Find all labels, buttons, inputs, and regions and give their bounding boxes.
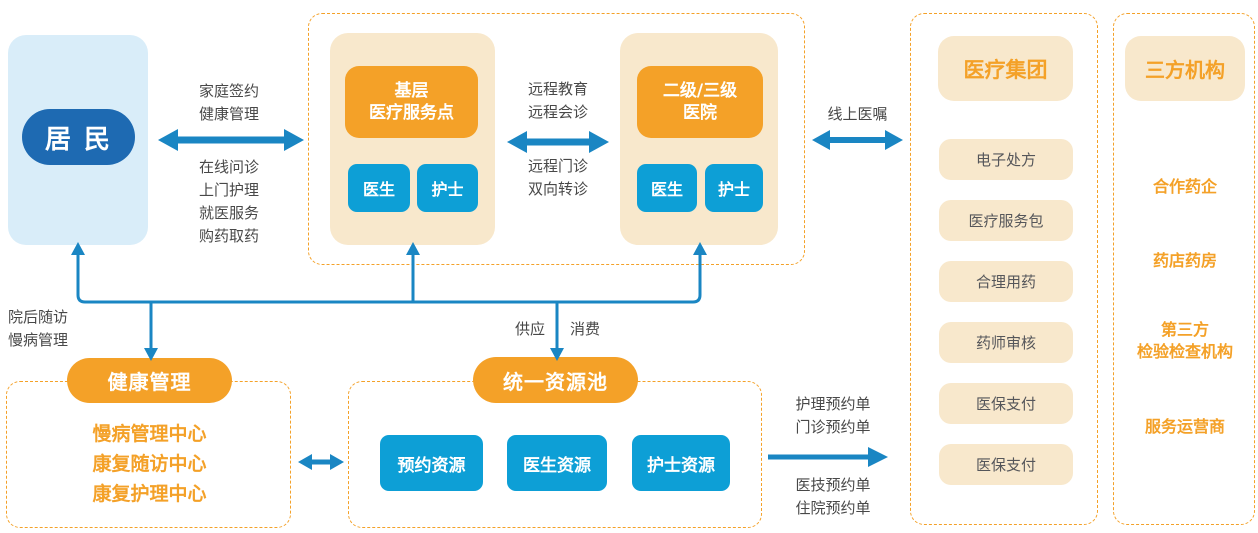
family-link-top-label: 家庭签约 健康管理 [198, 82, 259, 123]
health-management-pill: 健康管理 [67, 358, 232, 403]
primary-doctor-node: 医生 [348, 164, 410, 212]
primary-nurse-node: 护士 [417, 164, 478, 212]
family-link-bottom-label: 在线问诊 上门护理 就医服务 购药取药 [198, 158, 259, 245]
supply-label: 供应 [514, 320, 545, 338]
third-party-item: 服务运营商 [1144, 417, 1225, 436]
third-party-title: 三方机构 [1125, 36, 1245, 101]
health-management-item: 康复护理中心 [92, 483, 207, 505]
double-arrow-residents-network [158, 129, 304, 151]
orders-bottom-label: 医技预约单 住院预约单 [795, 476, 871, 517]
resource-node: 预约资源 [380, 435, 483, 491]
resource-node: 护士资源 [632, 435, 730, 491]
medical-group-item: 药师审核 [939, 322, 1073, 363]
medical-group-item: 医疗服务包 [939, 200, 1073, 241]
hospital-doctor-node: 医生 [637, 164, 697, 212]
residents-pill: 居 民 [22, 109, 135, 165]
medical-group-item: 医保支付 [939, 444, 1073, 485]
medical-group-item: 合理用药 [939, 261, 1073, 302]
third-party-item: 第三方 检验检查机构 [1136, 320, 1233, 361]
double-arrow-health-pool [298, 454, 344, 470]
third-party-panel: 三方机构 合作药企 药店药房 第三方 检验检查机构 服务运营商 [1113, 13, 1255, 525]
telemedicine-bottom-label: 远程门诊 双向转诊 [527, 157, 588, 198]
health-management-item: 慢病管理中心 [92, 423, 207, 445]
medical-group-panel: 医疗集团 电子处方 医疗服务包 合理用药 药师审核 医保支付 医保支付 [910, 13, 1098, 525]
medical-group-item: 医保支付 [939, 383, 1073, 424]
primary-care-title: 基层 医疗服务点 [345, 66, 478, 138]
arrow-pool-medical-group [768, 447, 888, 467]
online-order-label: 线上医嘱 [827, 105, 888, 123]
hospital-nurse-node: 护士 [705, 164, 763, 212]
third-party-item: 合作药企 [1152, 177, 1217, 196]
residents-panel: 居 民 [8, 35, 148, 245]
resource-node: 医生资源 [507, 435, 607, 491]
telemedicine-top-label: 远程教育 远程会诊 [527, 80, 588, 121]
residents-label: 居 民 [44, 124, 113, 155]
medical-group-item: 电子处方 [939, 139, 1073, 180]
medical-group-title: 医疗集团 [938, 36, 1073, 101]
resource-pool-pill: 统一资源池 [473, 357, 638, 403]
resource-pool-panel: 预约资源 医生资源 护士资源 [348, 381, 762, 528]
health-management-panel: 慢病管理中心 康复随访中心 康复护理中心 [6, 381, 291, 528]
primary-care-box: 基层 医疗服务点 医生 护士 [330, 33, 495, 245]
followup-label: 院后随访 慢病管理 [8, 308, 69, 349]
orders-top-label: 护理预约单 门诊预约单 [795, 395, 871, 436]
health-management-item: 康复随访中心 [92, 453, 207, 475]
consume-label: 消费 [570, 320, 601, 338]
third-party-item: 药店药房 [1152, 251, 1217, 270]
double-arrow-online-order [812, 130, 903, 150]
hospital-title: 二级/三级 医院 [637, 66, 763, 138]
hospital-box: 二级/三级 医院 医生 护士 [620, 33, 778, 245]
